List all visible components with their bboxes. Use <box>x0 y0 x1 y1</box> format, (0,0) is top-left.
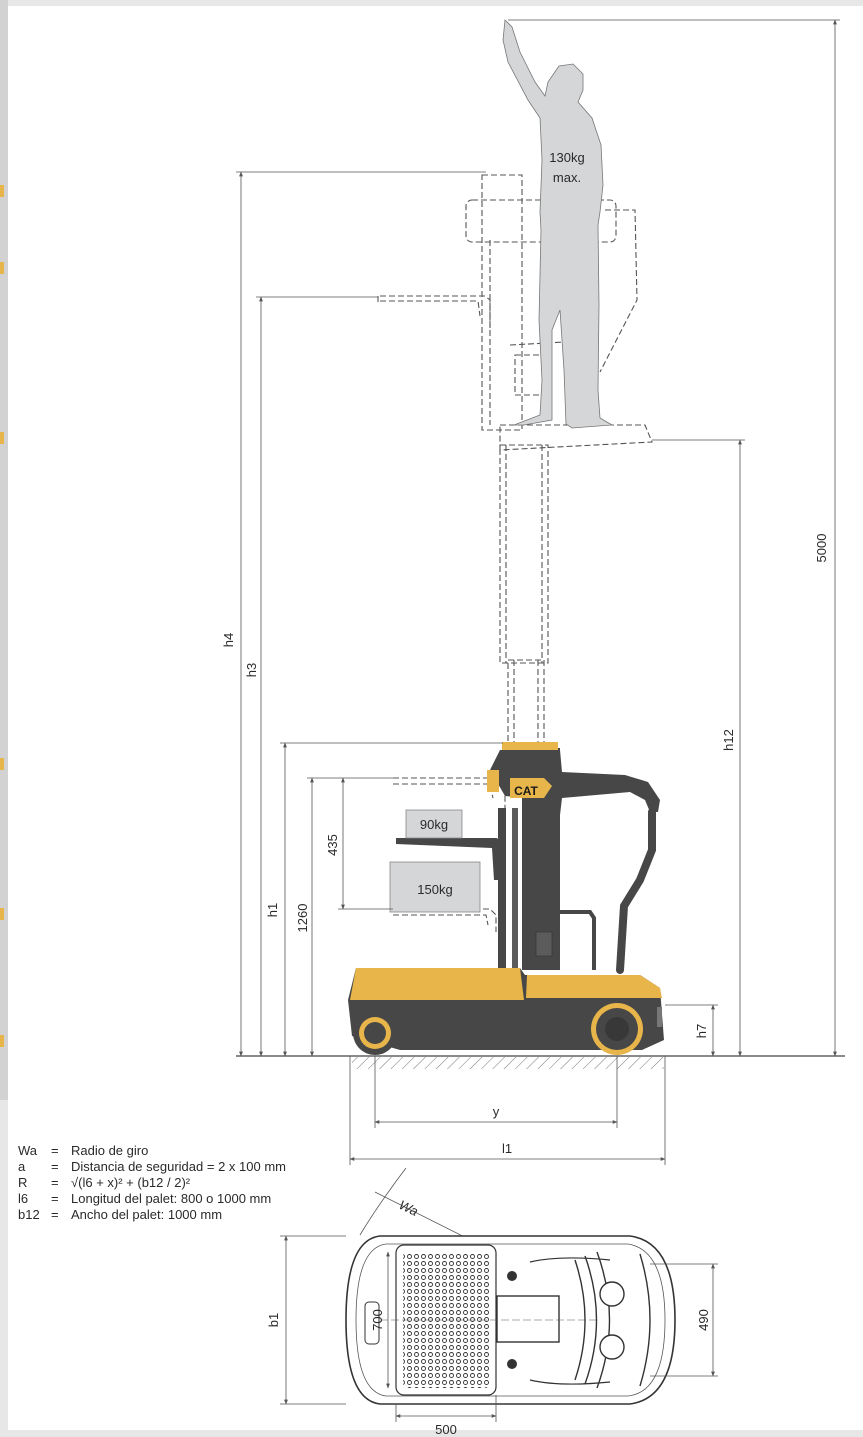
legend-eq: = <box>51 1175 59 1190</box>
turning-radius-arc <box>359 1167 407 1236</box>
side-light <box>657 1007 662 1027</box>
chassis-top-right <box>526 975 662 998</box>
operator-figure <box>502 19 614 429</box>
legend-row: R = √(l6 + x)² + (b12 / 2)² <box>18 1175 286 1191</box>
edge-marker <box>0 758 4 770</box>
box-90kg <box>405 809 463 839</box>
top-view-dimensions <box>280 1235 718 1422</box>
dim-435: 435 <box>325 834 340 856</box>
dim-l1: l1 <box>502 1141 512 1156</box>
control-arm <box>490 750 660 815</box>
top-view <box>345 1235 676 1405</box>
grab-bar <box>528 910 596 970</box>
dim-490: 490 <box>696 1309 711 1331</box>
legend-text: Radio de giro <box>71 1143 149 1158</box>
edge-marker <box>0 185 4 197</box>
front-rail <box>512 808 518 970</box>
dim-500: 500 <box>435 1422 457 1437</box>
dimension-lines <box>236 19 840 1165</box>
dim-1260: 1260 <box>295 904 310 933</box>
edge-marker <box>0 262 4 274</box>
legend-row: l6 = Longitud del palet: 800 o 1000 mm <box>18 1191 286 1207</box>
ground-hatch <box>352 1057 664 1069</box>
legend-row: a = Distancia de seguridad = 2 x 100 mm <box>18 1159 286 1175</box>
box-90kg-label: 90kg <box>420 817 448 832</box>
front-rail <box>498 808 506 970</box>
left-edge-strip <box>0 0 8 1100</box>
svg-text:CAT: CAT <box>514 784 538 798</box>
legend-eq: = <box>51 1159 59 1174</box>
dim-h12: h12 <box>721 729 736 751</box>
back-handle <box>616 808 656 974</box>
legend-eq: = <box>51 1143 59 1158</box>
legend: Wa = Radio de giro a = Distancia de segurida… <box>18 1143 286 1223</box>
tray-mid <box>396 838 502 880</box>
legend-eq: = <box>51 1207 59 1222</box>
legend-text: √(l6 + x)² + (b12 / 2)² <box>71 1175 191 1190</box>
dim-h7: h7 <box>694 1024 709 1038</box>
box-150kg-label: 150kg <box>417 882 452 897</box>
dim-h1: h1 <box>265 903 280 917</box>
mast-top-cap <box>502 742 558 752</box>
dim-700: 700 <box>370 1309 385 1331</box>
dim-y: y <box>493 1104 500 1119</box>
legend-key: b12 <box>18 1207 40 1222</box>
edge-marker <box>0 1035 4 1047</box>
edge-marker <box>0 432 4 444</box>
dim-h3: h3 <box>244 663 259 677</box>
cat-logo: CAT <box>510 778 552 798</box>
dim-5000: 5000 <box>814 534 829 563</box>
rear-wheel <box>353 1011 397 1055</box>
legend-row: b12 = Ancho del palet: 1000 mm <box>18 1207 286 1223</box>
legend-key: a <box>18 1159 26 1174</box>
legend-text: Distancia de seguridad = 2 x 100 mm <box>71 1159 286 1174</box>
chassis-top-left <box>350 968 524 1000</box>
operator-load-label: 130kg <box>549 150 584 165</box>
box-150kg <box>389 861 481 913</box>
dim-b1: b1 <box>266 1313 281 1327</box>
legend-key: Wa <box>18 1143 38 1158</box>
legend-text: Longitud del palet: 800 o 1000 mm <box>71 1191 272 1206</box>
legend-text: Ancho del palet: 1000 mm <box>71 1207 223 1222</box>
legend-row: Wa = Radio de giro <box>18 1143 286 1159</box>
dim-wa: Wa <box>397 1197 421 1219</box>
drive-wheel <box>591 1003 643 1055</box>
mast-extended <box>499 444 549 751</box>
edge-marker <box>0 908 4 920</box>
legend-key: R <box>18 1175 28 1190</box>
drawing-panel <box>8 6 863 1430</box>
legend-eq: = <box>51 1191 59 1206</box>
control-box <box>535 931 553 957</box>
legend-key: l6 <box>18 1191 29 1206</box>
dim-h4: h4 <box>221 633 236 647</box>
operator-load-max-label: max. <box>553 170 581 185</box>
logo-backplate <box>487 770 499 792</box>
